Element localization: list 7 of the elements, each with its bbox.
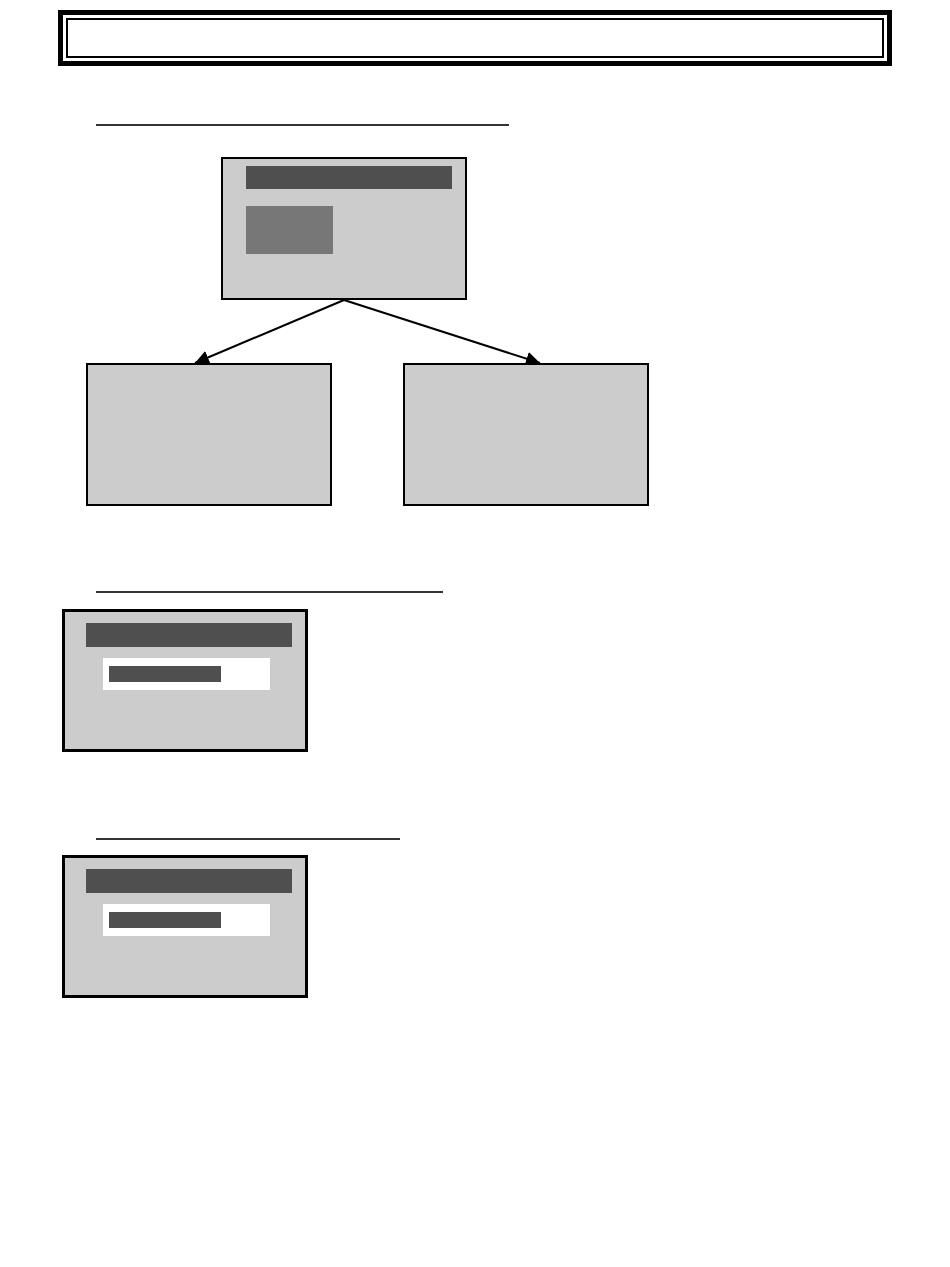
screen-box [221,157,467,300]
screen-box [86,363,332,506]
arrow [343,299,541,366]
arrow [194,299,345,364]
screen-box [62,609,308,752]
screen-box [62,855,308,998]
screen-box [403,363,649,506]
